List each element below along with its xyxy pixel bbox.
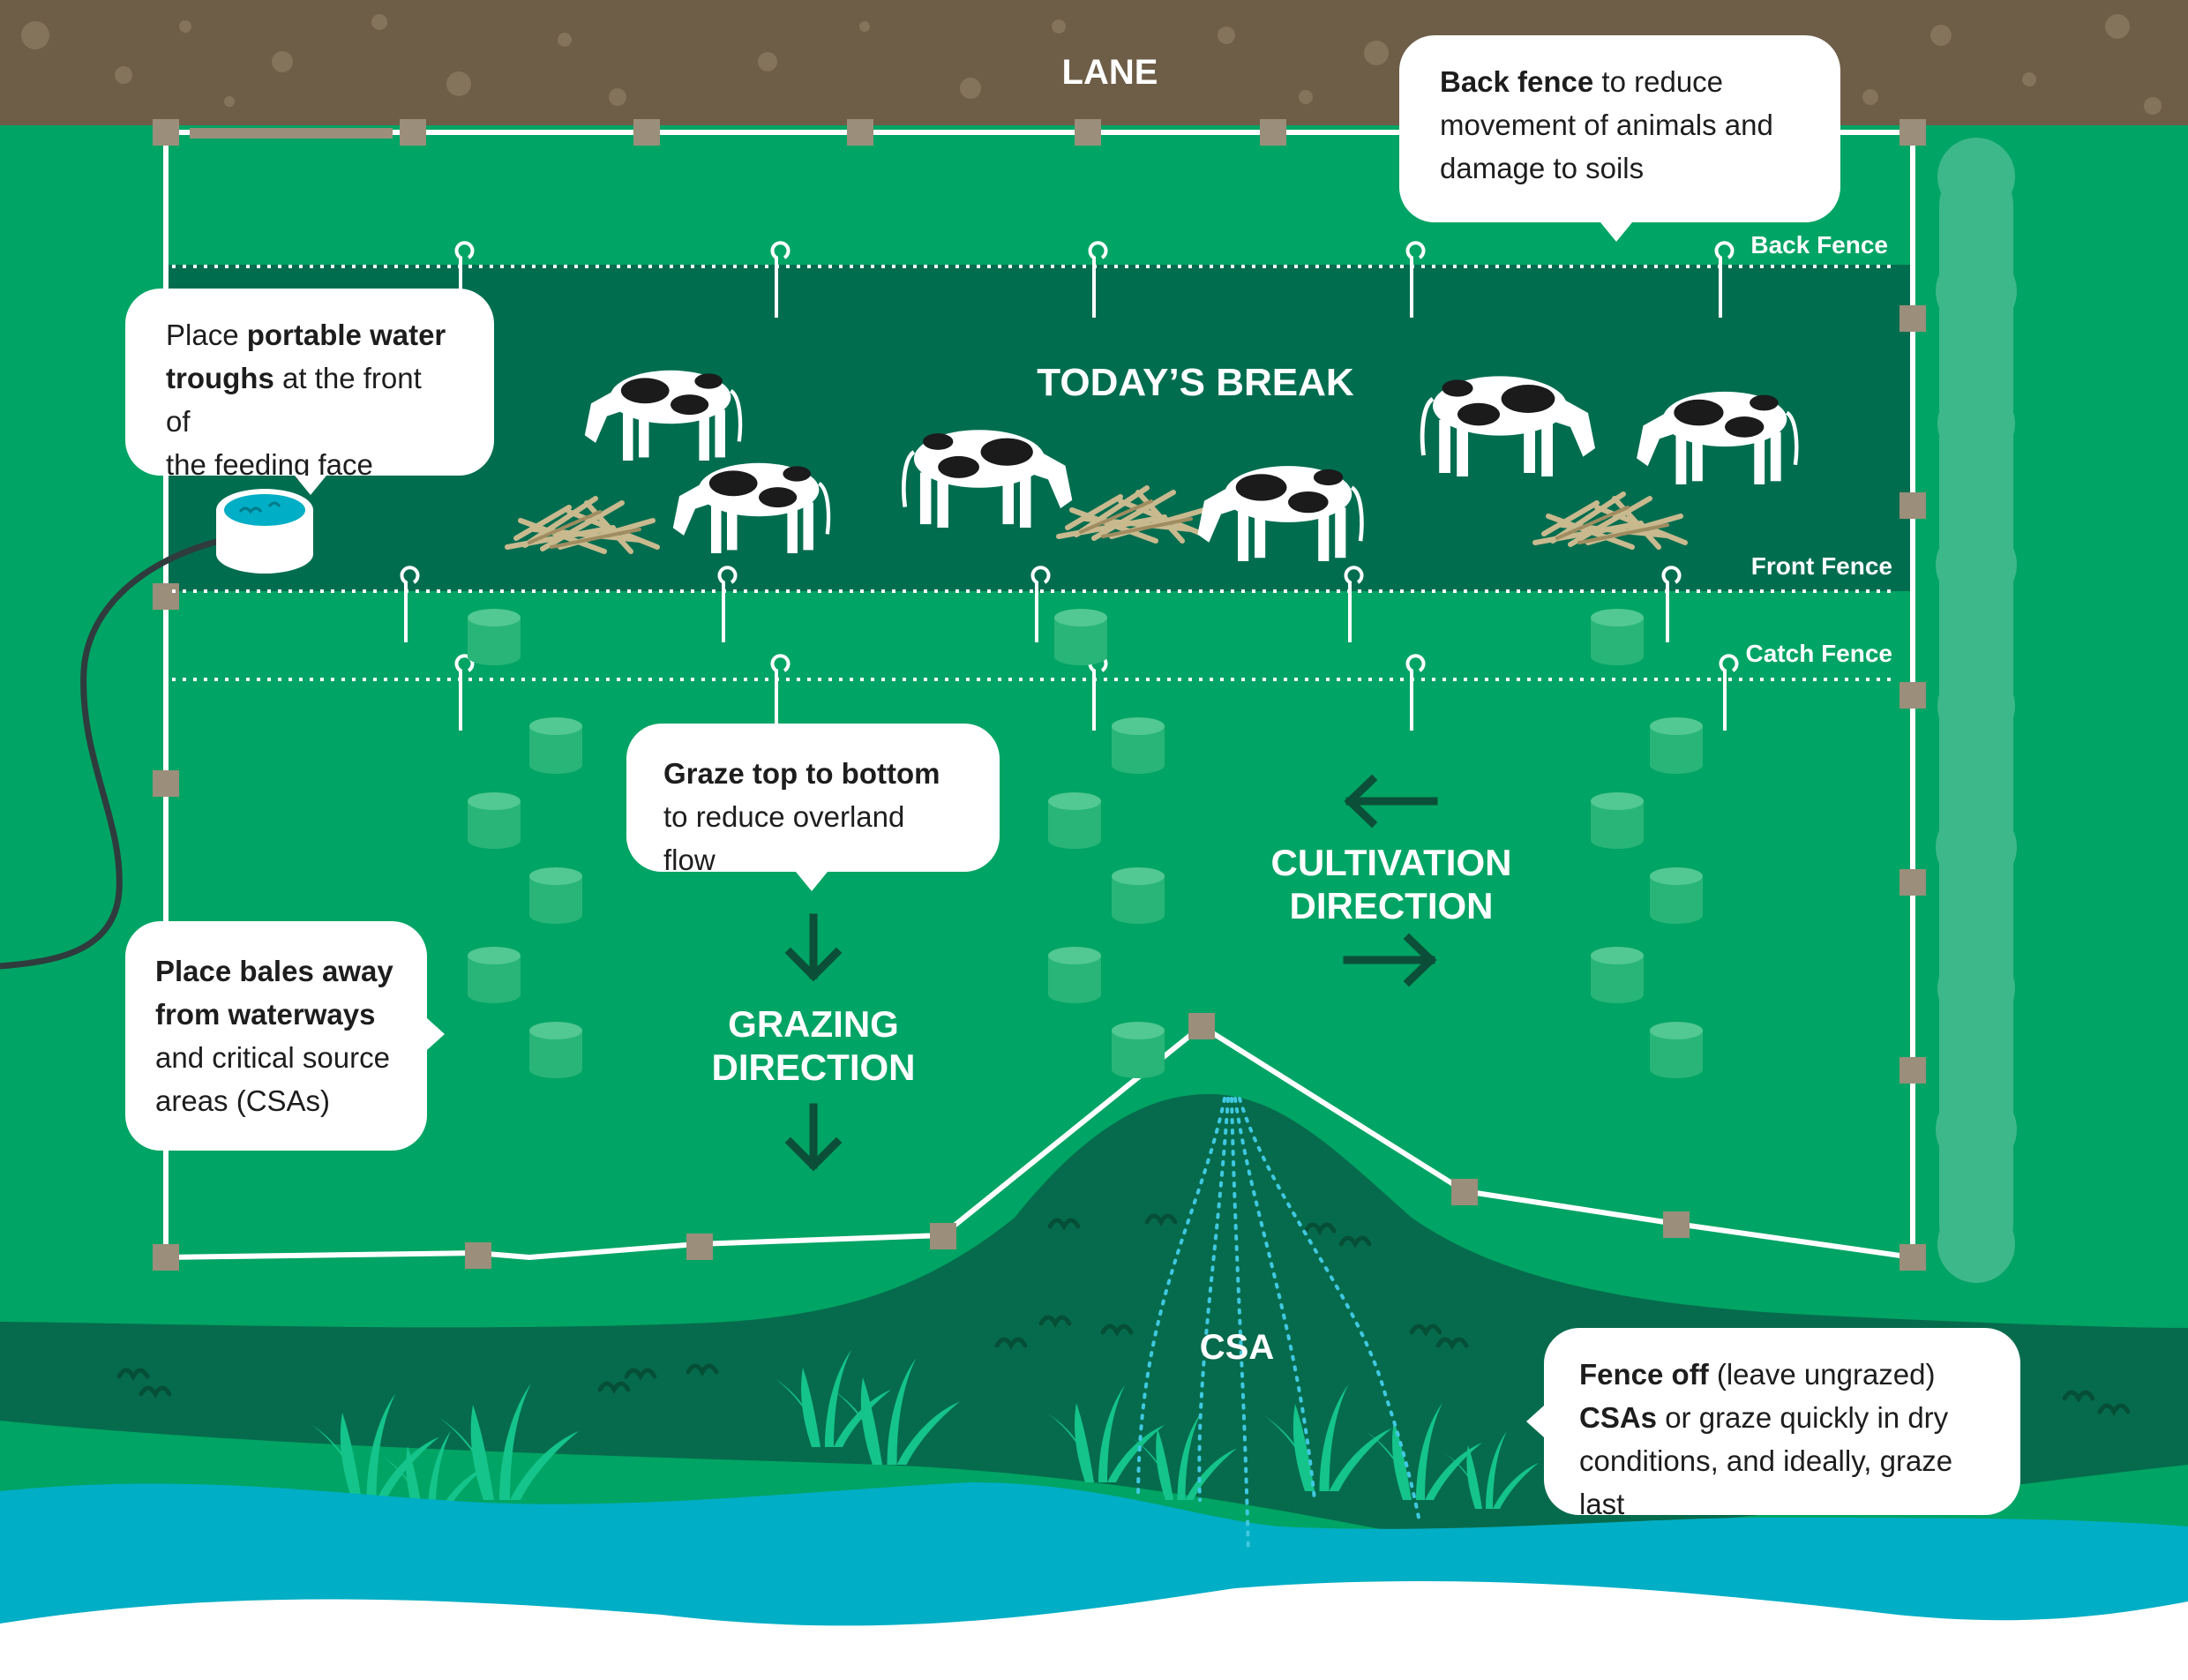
back-fence-callout-bold: Back fence [1440, 65, 1594, 98]
fence-off-callout-bold-1: Fence off [1579, 1358, 1709, 1391]
graze-top-callout-text: to reduce overland flow [663, 800, 905, 876]
water-troughs-callout-text-2: at the front of [166, 362, 422, 438]
water-troughs-callout-bold-2: troughs [166, 362, 274, 394]
hedge [1936, 138, 2017, 1283]
grazing-arrow-top [784, 913, 843, 982]
bales-callout-text-4: areas (CSAs) [155, 1084, 331, 1117]
back-fence-callout-text-2: movement of animals and [1440, 109, 1773, 141]
waterway-label: WATERWAY [1222, 1596, 1428, 1642]
water-troughs-callout-bold-1: portable water [246, 319, 446, 351]
water-troughs-callout-text-3: the feeding face [166, 448, 373, 481]
fence-off-callout-bold-2: CSAs [1579, 1401, 1658, 1434]
bales-callout-text-3: and critical source [155, 1041, 390, 1074]
back-fence-label: Back Fence [1750, 231, 1888, 259]
water-trough [216, 489, 313, 574]
bales-callout-bold-2: from waterways [155, 998, 376, 1031]
grazing-arrow-bottom [784, 1103, 843, 1172]
graze-top-callout: Graze top to bottom to reduce overland f… [626, 724, 1000, 891]
cultivation-direction-label-line1: CULTIVATION [1271, 842, 1512, 883]
front-fence-label: Front Fence [1751, 552, 1892, 580]
cultivation-arrows [1343, 774, 1438, 987]
water-hose [0, 530, 257, 970]
lane-label: LANE [1062, 53, 1158, 92]
back-fence-callout: Back fence to reduce movement of animals… [1399, 35, 1840, 242]
csa-flow-lines [1136, 1097, 1420, 1555]
cultivation-arrow-right [1343, 933, 1437, 987]
bales-callout: Place bales away from waterways and crit… [125, 921, 445, 1151]
fence-off-callout-text-1: (leave ungrazed) [1708, 1358, 1936, 1391]
back-fence-callout-text-3: damage to soils [1440, 152, 1645, 184]
grazing-arrows [784, 913, 843, 1172]
csa-label: CSA [1200, 1328, 1274, 1367]
graze-top-callout-bold: Graze top to bottom [663, 757, 940, 790]
fence-off-callout-text-2: or graze quickly in dry [1657, 1401, 1949, 1434]
todays-break-label: TODAY’S BREAK [1037, 361, 1354, 404]
water-troughs-callout: Place portable water troughs at the fron… [125, 289, 494, 495]
bales-callout-bold-1: Place bales away [155, 955, 393, 987]
fence-posts [153, 119, 1926, 1271]
cultivation-direction-label-line2: DIRECTION [1290, 885, 1494, 926]
cultivation-arrow-left [1344, 774, 1438, 829]
grazing-direction-label-line1: GRAZING [728, 1003, 899, 1045]
grazing-direction-label-line2: DIRECTION [712, 1046, 916, 1088]
catch-fence-label: Catch Fence [1746, 640, 1893, 667]
water-troughs-callout-text-1: Place [166, 319, 247, 351]
fence-off-callout-text-3: conditions, and ideally, graze last [1579, 1444, 1953, 1520]
fence-off-callout: Fence off (leave ungrazed) CSAs or graze… [1526, 1328, 2020, 1520]
back-fence-callout-text-1: to reduce [1593, 65, 1724, 98]
